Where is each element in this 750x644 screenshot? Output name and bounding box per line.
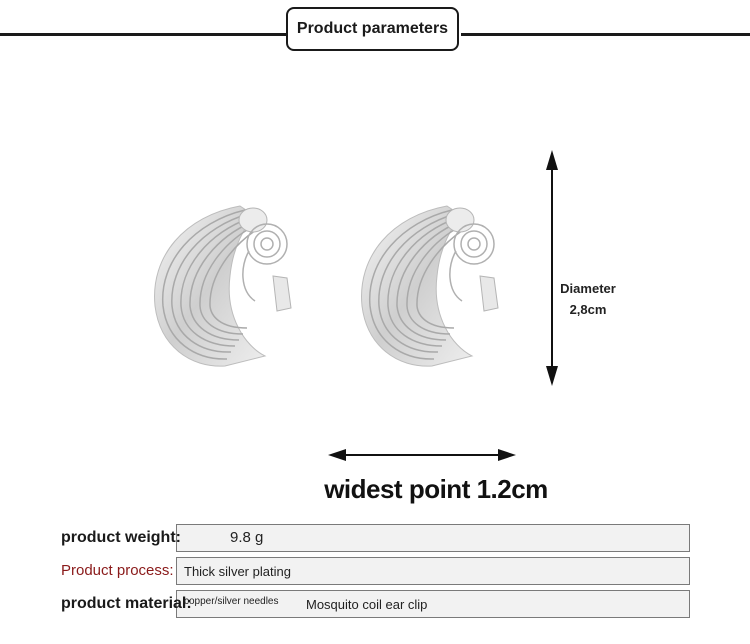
param-row-process: Product process: Thick silver plating — [58, 557, 690, 585]
header-rule-right — [461, 33, 750, 36]
param-value-weight: 9.8 g — [230, 529, 264, 546]
section-title: Product parameters — [286, 7, 459, 51]
section-title-text: Product parameters — [296, 20, 449, 37]
header-rule-left — [0, 33, 288, 36]
param-row-bar — [176, 524, 690, 552]
param-row-material: product material: copper/silver needles … — [58, 590, 690, 618]
param-label-material: product material: — [61, 595, 192, 612]
param-row-bar — [176, 590, 690, 618]
width-arrow-icon — [328, 449, 516, 461]
param-value-process: Thick silver plating — [184, 564, 291, 579]
param-value-material-base: copper/silver needles — [184, 596, 279, 607]
diameter-label: Diameter 2,8cm — [554, 278, 622, 320]
param-label-process: Product process: — [61, 562, 174, 579]
diameter-arrow-icon — [546, 150, 558, 386]
earring-image-left — [154, 205, 292, 367]
param-row-bar — [176, 557, 690, 585]
param-value-material: Mosquito coil ear clip — [306, 597, 428, 612]
param-label-weight: product weight: — [61, 529, 181, 546]
param-row-weight: product weight: 9.8 g — [58, 524, 690, 552]
earring-image-right — [361, 205, 499, 367]
widest-point-label: widest point 1.2cm — [324, 474, 548, 504]
diameter-value-text: 2,8cm — [569, 302, 607, 317]
diameter-label-text: Diameter — [560, 281, 616, 296]
